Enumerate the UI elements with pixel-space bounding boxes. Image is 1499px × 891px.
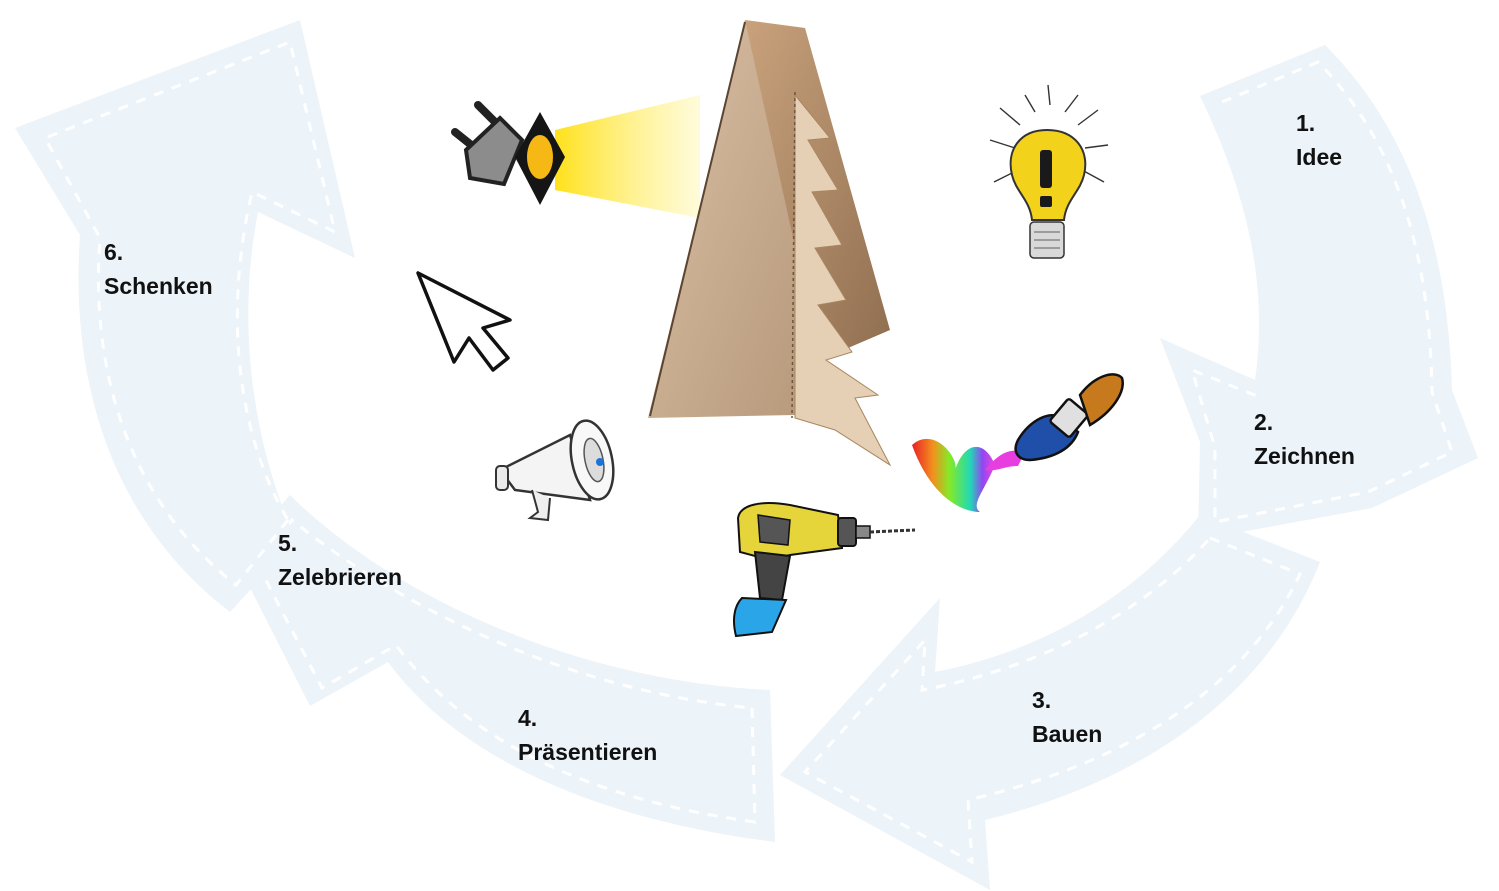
step-4-label: 4. Präsentieren [518, 701, 657, 769]
megaphone-icon [496, 417, 620, 520]
cursor-icon [418, 273, 510, 370]
step-3-title: Bauen [1032, 717, 1102, 751]
step-1-title: Idee [1296, 140, 1342, 174]
paintbrush-icon [912, 374, 1123, 512]
step-6-label: 6. Schenken [104, 235, 213, 303]
step-6-number: 6. [104, 235, 213, 269]
step-4-number: 4. [518, 701, 657, 735]
step-6-title: Schenken [104, 269, 213, 303]
step-3-label: 3. Bauen [1032, 683, 1102, 751]
step-1-label: 1. Idee [1296, 106, 1342, 174]
step-3-number: 3. [1032, 683, 1102, 717]
step-4-title: Präsentieren [518, 735, 657, 769]
spotlight-icon [455, 95, 700, 218]
lightbulb-icon [990, 85, 1108, 258]
step-2-label: 2. Zeichnen [1254, 405, 1355, 473]
step-5-title: Zelebrieren [278, 560, 402, 594]
wooden-tree-image [648, 20, 890, 465]
step-5-number: 5. [278, 526, 402, 560]
step-2-number: 2. [1254, 405, 1355, 439]
step-2-title: Zeichnen [1254, 439, 1355, 473]
step-1-number: 1. [1296, 106, 1342, 140]
drill-icon [734, 503, 915, 636]
step-5-label: 5. Zelebrieren [278, 526, 402, 594]
